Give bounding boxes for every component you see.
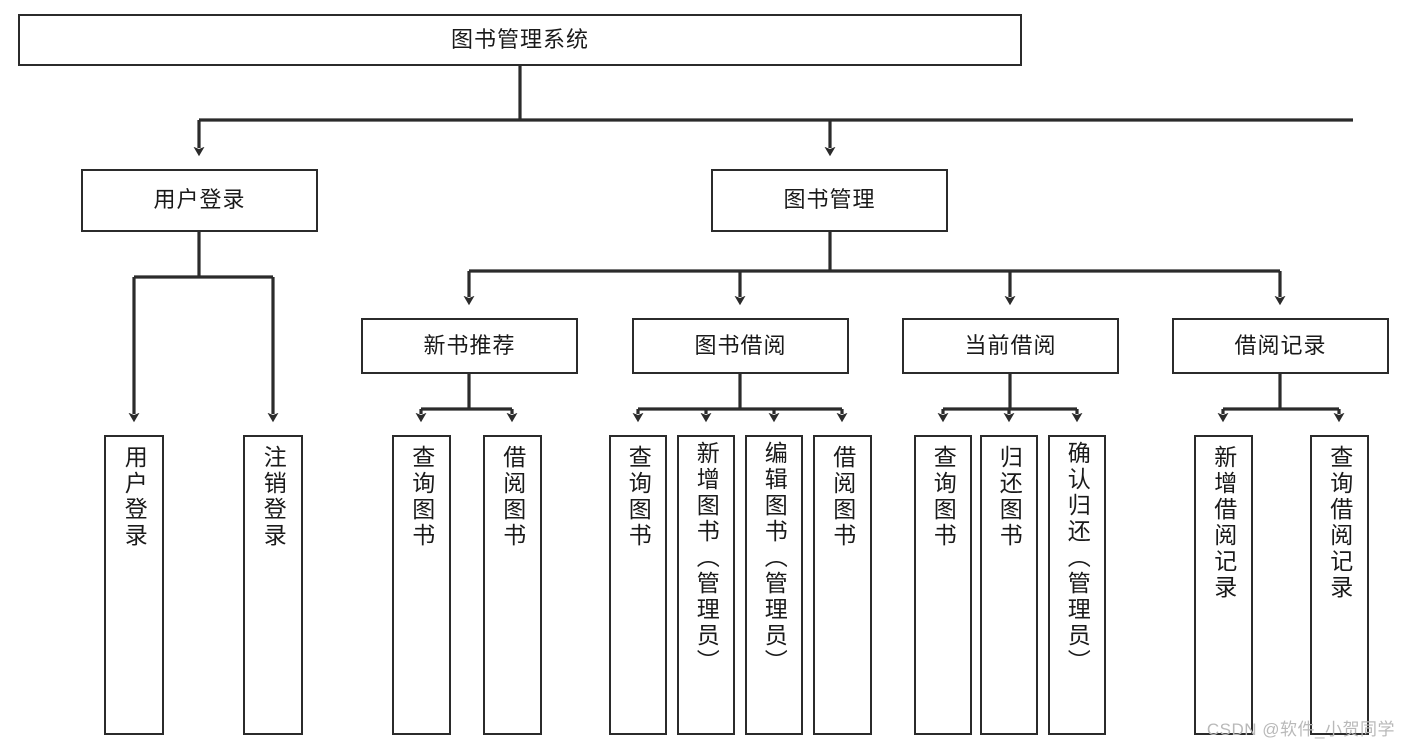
leaf-return-book[interactable]: 归还图书 <box>980 435 1038 735</box>
node-label: 借阅记录 <box>1234 332 1327 358</box>
leaf-borrow-book[interactable]: 借阅图书 <box>813 435 872 735</box>
node-label: 用户登录 <box>121 445 148 549</box>
leaf-query-book-recommend[interactable]: 查询图书 <box>392 435 451 735</box>
node-user-login[interactable]: 用户登录 <box>81 169 318 232</box>
node-label: 查询借阅记录 <box>1326 445 1353 601</box>
node-label: 新增图书（管理员） <box>693 441 720 675</box>
node-label: 确认归还（管理员） <box>1064 441 1091 675</box>
leaf-query-borrow-record[interactable]: 查询借阅记录 <box>1310 435 1369 735</box>
node-root-system[interactable]: 图书管理系统 <box>18 14 1022 66</box>
node-label: 借阅图书 <box>829 445 856 549</box>
leaf-user-login[interactable]: 用户登录 <box>104 435 164 735</box>
leaf-add-borrow-record[interactable]: 新增借阅记录 <box>1194 435 1253 735</box>
node-label: 借阅图书 <box>499 445 526 549</box>
leaf-query-book-current[interactable]: 查询图书 <box>914 435 972 735</box>
node-label: 图书管理系统 <box>450 26 589 52</box>
node-label: 查询图书 <box>625 445 652 549</box>
node-label: 注销登录 <box>260 445 287 549</box>
node-label: 新增借阅记录 <box>1210 445 1237 601</box>
node-label: 用户登录 <box>153 187 246 213</box>
node-new-book-recommend[interactable]: 新书推荐 <box>361 318 578 374</box>
node-label: 查询图书 <box>408 445 435 549</box>
node-label: 图书借阅 <box>694 332 787 358</box>
node-label: 归还图书 <box>996 445 1023 549</box>
node-label: 编辑图书（管理员） <box>761 441 788 675</box>
node-label: 新书推荐 <box>423 332 516 358</box>
leaf-logout[interactable]: 注销登录 <box>243 435 303 735</box>
leaf-query-book-borrow[interactable]: 查询图书 <box>609 435 667 735</box>
node-label: 查询图书 <box>930 445 957 549</box>
node-label: 图书管理 <box>783 187 876 213</box>
leaf-edit-book-admin[interactable]: 编辑图书（管理员） <box>745 435 803 735</box>
leaf-confirm-return-admin[interactable]: 确认归还（管理员） <box>1048 435 1106 735</box>
leaf-borrow-book-recommend[interactable]: 借阅图书 <box>483 435 542 735</box>
node-book-borrow[interactable]: 图书借阅 <box>632 318 849 374</box>
node-current-borrow[interactable]: 当前借阅 <box>902 318 1119 374</box>
node-label: 当前借阅 <box>964 332 1057 358</box>
node-borrow-record[interactable]: 借阅记录 <box>1172 318 1389 374</box>
leaf-add-book-admin[interactable]: 新增图书（管理员） <box>677 435 735 735</box>
node-book-manage[interactable]: 图书管理 <box>711 169 948 232</box>
